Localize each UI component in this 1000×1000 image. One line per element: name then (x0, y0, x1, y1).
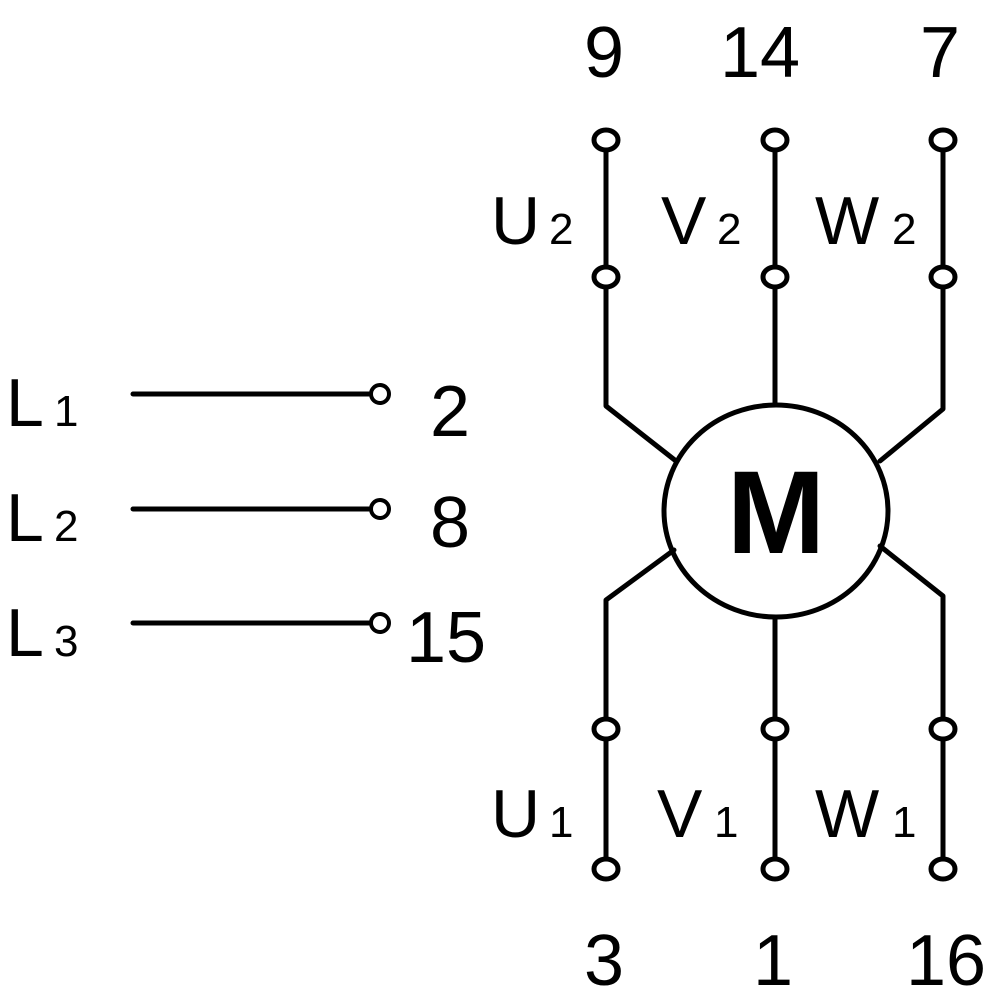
supply-line-l3-terminal-number: 15 (406, 598, 486, 678)
winding-top-w-subscript: 2 (892, 205, 916, 254)
supply-line-l2-terminal (369, 498, 391, 520)
motor: M (661, 402, 891, 620)
winding-top-u-lower-terminal (591, 264, 621, 290)
lead-bottom-u (603, 547, 677, 721)
winding-bottom-w-letter: W (815, 776, 879, 852)
winding-bottom-v-upper-terminal (760, 716, 790, 742)
winding-top-w-upper-terminal (928, 127, 958, 153)
winding-top-v-upper-terminal (760, 127, 790, 153)
winding-bottom-u-lower-terminal (591, 856, 621, 882)
winding-bottom-w-terminal-number: 16 (906, 921, 986, 1000)
supply-line-l1-terminal (369, 383, 391, 405)
lead-top-w (877, 284, 946, 464)
winding-top-u: 9 U 2 (491, 13, 624, 290)
winding-top-w-terminal-number: 7 (920, 13, 960, 93)
supply-line-l3: L 3 15 (6, 595, 486, 678)
winding-bottom-v: V 1 1 (657, 716, 793, 1000)
winding-top-u-letter: U (491, 183, 540, 259)
winding-top-w-letter: W (815, 183, 879, 259)
supply-line-l1: L 1 2 (6, 365, 470, 452)
winding-bottom-v-terminal-number: 1 (753, 921, 793, 1000)
winding-top-w: 7 W 2 (815, 13, 960, 290)
motor-symbol: M (727, 447, 825, 579)
supply-line-l1-terminal-number: 2 (430, 372, 470, 452)
winding-bottom-w-upper-terminal (928, 716, 958, 742)
winding-top-v-terminal-number: 14 (720, 13, 800, 93)
lead-top-u (603, 284, 679, 464)
supply-line-l3-terminal (369, 612, 391, 634)
winding-top-v-subscript: 2 (717, 205, 741, 254)
winding-top-u-upper-terminal (591, 127, 621, 153)
winding-bottom-u-subscript: 1 (549, 798, 573, 847)
supply-line-l2-letter: L (6, 480, 44, 556)
winding-top-w-lower-terminal (928, 264, 958, 290)
supply-line-l2: L 2 8 (6, 480, 470, 563)
supply-line-l2-subscript: 2 (54, 502, 78, 551)
winding-bottom-w-subscript: 1 (892, 798, 916, 847)
winding-bottom-w: W 1 16 (815, 716, 986, 1000)
supply-line-l3-letter: L (6, 595, 44, 671)
supply-line-l2-terminal-number: 8 (430, 483, 470, 563)
lead-bottom-w (877, 543, 946, 721)
winding-top-u-terminal-number: 9 (584, 13, 624, 93)
supply-line-l1-letter: L (6, 365, 44, 441)
winding-top-u-subscript: 2 (549, 205, 573, 254)
winding-bottom-v-subscript: 1 (714, 798, 738, 847)
winding-bottom-v-lower-terminal (760, 856, 790, 882)
winding-bottom-u-letter: U (491, 776, 540, 852)
winding-bottom-u: U 1 3 (491, 716, 624, 1000)
supply-line-l3-subscript: 3 (54, 617, 78, 666)
winding-bottom-u-terminal-number: 3 (584, 921, 624, 1000)
winding-bottom-w-lower-terminal (928, 856, 958, 882)
supply-line-l1-subscript: 1 (54, 387, 78, 436)
winding-top-v-lower-terminal (760, 264, 790, 290)
winding-bottom-u-upper-terminal (591, 716, 621, 742)
winding-bottom-v-letter: V (657, 776, 703, 852)
winding-top-v-letter: V (661, 183, 707, 259)
winding-top-v: 14 V 2 (661, 13, 800, 290)
